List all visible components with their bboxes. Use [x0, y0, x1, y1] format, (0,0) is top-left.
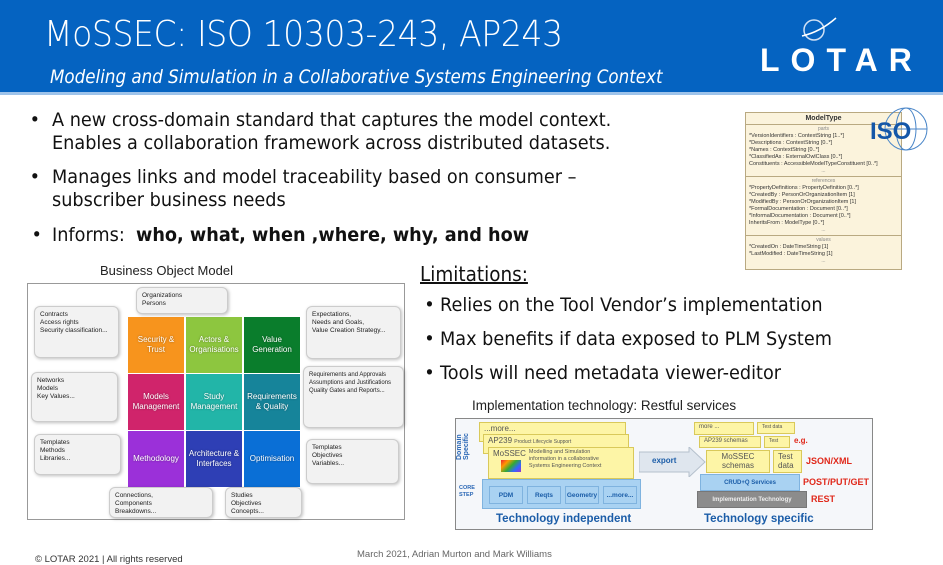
- piece-models-management: Models Management: [128, 374, 184, 430]
- core-step-label: CORE STEP: [459, 485, 475, 498]
- mossec-puzzle-icon: [501, 460, 521, 472]
- bullet-2: •Manages links and model traceability ba…: [29, 166, 577, 211]
- header-divider: [0, 92, 943, 95]
- eg-label: e.g.: [794, 436, 808, 445]
- core-item: Reqts: [527, 486, 561, 504]
- lotar-globe-icon: [801, 17, 837, 41]
- card-test-2: Test: [764, 436, 790, 448]
- model-type-diagram: ModelType parts *VersionIdentifiers : Co…: [745, 112, 902, 270]
- limitation-item: •Max benefits if data exposed to PLM Sys…: [424, 328, 832, 350]
- piece-actors-organisations: Actors & Organisations: [186, 317, 242, 373]
- callout-requirements: Requirements and Approvals Assumptions a…: [303, 366, 404, 428]
- domain-specific-label: Domain Specific: [456, 433, 470, 461]
- impl-technology-band: Implementation Technology: [697, 491, 807, 508]
- bullet-1: •A new cross-domain standard that captur…: [29, 109, 612, 154]
- core-step-band: PDM Reqts Geometry ...more...: [482, 479, 641, 509]
- footer-copyright: © LOTAR 2021 | All rights reserved: [35, 554, 183, 565]
- callout-studies: Studies Objectives Concepts...: [225, 487, 302, 518]
- callout-templates-methods: Templates Methods Libraries...: [34, 434, 121, 475]
- tech-independent-label: Technology independent: [496, 513, 632, 525]
- rest-label: REST: [811, 494, 836, 504]
- piece-security-trust: Security & Trust: [128, 317, 184, 373]
- limitations-title: Limitations:: [420, 262, 528, 286]
- card-more-schemas: more ...: [694, 422, 754, 435]
- bom-caption: Business Object Model: [100, 263, 233, 278]
- json-xml-label: JSON/XML: [806, 456, 853, 466]
- export-arrow-icon: [639, 447, 706, 477]
- callout-networks: Networks Models Key Values...: [31, 372, 118, 422]
- implementation-diagram: Domain Specific CORE STEP PDM Reqts Geom…: [455, 418, 873, 530]
- core-item: ...more...: [603, 486, 637, 504]
- bullet-3: •Informs: who, what, when ,where, why, a…: [31, 224, 530, 246]
- slide-title: MoSSEC: ISO 10303-243, AP243: [44, 14, 563, 55]
- slide-header: [0, 0, 943, 92]
- impl-caption: Implementation technology: Restful servi…: [472, 398, 737, 413]
- callout-expectations: Expectations, Needs and Goals, Value Cre…: [306, 306, 401, 359]
- post-put-get-label: POST/PUT/GET: [803, 477, 870, 487]
- piece-requirements-quality: Requirements & Quality: [244, 374, 300, 430]
- slide-subtitle: Modeling and Simulation in a Collaborati…: [50, 66, 663, 88]
- piece-architecture-interfaces: Architecture & Interfaces: [186, 431, 242, 487]
- footer-authors: March 2021, Adrian Murton and Mark Willi…: [357, 549, 552, 560]
- piece-value-generation: Value Generation: [244, 317, 300, 373]
- crud-services-band: CRUD+Q Services: [700, 474, 800, 491]
- callout-connections: Connections, Components Breakdowns...: [109, 487, 213, 518]
- card-ap239-schemas: AP239 schemas: [699, 436, 761, 448]
- business-object-model-diagram: Security & Trust Actors & Organisations …: [27, 283, 405, 520]
- iso-logo: ISO: [868, 106, 930, 152]
- svg-text:ISO: ISO: [870, 118, 911, 145]
- lotar-logo: LOTAR: [760, 42, 923, 78]
- callout-contracts: Contracts Access rights Security classif…: [34, 306, 119, 358]
- limitation-item: •Relies on the Tool Vendor’s implementat…: [424, 294, 823, 316]
- callout-organizations: Organizations Persons: [136, 287, 228, 314]
- callout-templates-objectives: Templates Objectives Variables...: [306, 439, 399, 484]
- tech-specific-label: Technology specific: [704, 513, 814, 525]
- card-test-data: Test data: [757, 422, 795, 434]
- piece-methodology: Methodology: [128, 431, 184, 487]
- core-item: Geometry: [565, 486, 599, 504]
- piece-optimisation: Optimisation: [244, 431, 300, 487]
- piece-study-management: Study Management: [186, 374, 242, 430]
- core-item: PDM: [489, 486, 523, 504]
- limitation-item: •Tools will need metadata viewer-editor: [424, 362, 782, 384]
- export-label: export: [652, 456, 677, 465]
- card-mossec-schemas: MoSSEC schemas: [706, 450, 770, 473]
